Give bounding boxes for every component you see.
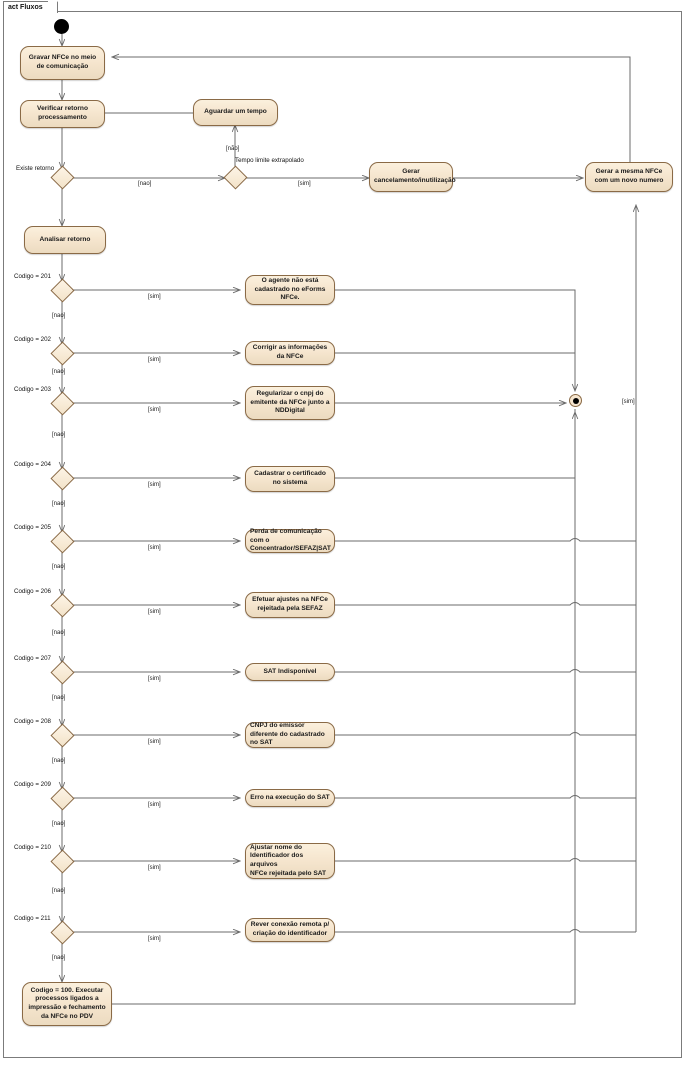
activity-aguardar-tempo-label: Aguardar um tempo — [204, 108, 267, 116]
action-codigo-201-label: O agente não está cadastrado no eForms N… — [254, 277, 326, 302]
guard-codigo-211-sim: [sim] — [148, 936, 161, 942]
decision-existe-retorno-label: Existe retorno — [16, 165, 55, 172]
guard-existe-retorno-nao: [nao] — [138, 181, 152, 187]
guard-codigo-209-nao: [nao] — [52, 820, 66, 827]
action-codigo-202-label: Corrigir as informações da NFCe — [252, 344, 328, 360]
activity-gerar-mesma-nfce[interactable]: Gerar a mesma NFCe com um novo numero — [585, 162, 673, 192]
decision-tempo-limite-label: Tempo limite extrapolado — [235, 157, 304, 164]
decision-codigo-206-label: Codigo = 206 — [14, 588, 51, 595]
guard-codigo-202-sim: [sim] — [148, 357, 161, 363]
guard-codigo-203-sim: [sim] — [148, 407, 161, 413]
action-codigo-209[interactable]: Erro na execução do SAT — [245, 789, 335, 807]
decision-codigo-210-label: Codigo = 210 — [14, 844, 51, 851]
decision-codigo-202-label: Codigo = 202 — [14, 336, 51, 343]
guard-rail-sim: [sim] — [622, 399, 635, 405]
activity-verificar-retorno-label: Verificar retorno processamento — [37, 105, 88, 121]
guard-codigo-210-sim: [sim] — [148, 865, 161, 871]
action-codigo-209-label: Erro na execução do SAT — [250, 793, 330, 801]
action-codigo-208[interactable]: CNPJ do emissor diferente do cadastrado … — [245, 722, 335, 748]
activity-gravar-nfce[interactable]: Gravar NFCe no meio de comunicação — [20, 46, 105, 80]
guard-codigo-204-sim: [sim] — [148, 482, 161, 488]
guard-codigo-205-nao: [nao] — [52, 564, 66, 570]
guard-codigo-204-nao: [nao] — [52, 500, 66, 507]
guard-codigo-205-sim: [sim] — [148, 545, 161, 551]
activity-codigo-100-label: Codigo = 100. Executar processos ligados… — [28, 986, 106, 1020]
action-codigo-205[interactable]: Perda de comunicação com o Concentrador/… — [245, 528, 335, 553]
action-codigo-201[interactable]: O agente não está cadastrado no eForms N… — [245, 275, 335, 305]
action-codigo-204[interactable]: Cadastrar o certificado no sistema — [245, 466, 335, 492]
guard-codigo-206-nao: [nao] — [52, 629, 66, 636]
action-codigo-208-label: CNPJ do emissor diferente do cadastrado … — [250, 722, 325, 747]
guard-codigo-207-nao: [nao] — [52, 694, 66, 701]
guard-codigo-209-sim: [sim] — [148, 802, 161, 808]
activity-aguardar-tempo[interactable]: Aguardar um tempo — [193, 99, 278, 126]
guard-codigo-201-sim: [sim] — [148, 294, 161, 300]
action-codigo-207-label: SAT Indisponível — [263, 667, 317, 675]
action-codigo-206[interactable]: Efetuar ajustes na NFCe rejeitada pela S… — [245, 592, 335, 618]
guard-codigo-202-nao: [nao] — [52, 369, 66, 375]
activity-analisar-retorno[interactable]: Analisar retorno — [24, 226, 106, 254]
decision-codigo-209-label: Codigo = 209 — [14, 781, 51, 788]
guard-codigo-208-nao: [nao] — [52, 757, 66, 764]
action-codigo-202[interactable]: Corrigir as informações da NFCe — [245, 341, 335, 365]
activity-gerar-cancelamento-label: Gerar cancelamento/inutilização — [374, 168, 456, 184]
action-codigo-205-label: Perda de comunicação com o Concentrador/… — [250, 528, 331, 553]
guard-codigo-208-sim: [sim] — [148, 739, 161, 745]
guard-codigo-210-nao: [nao] — [52, 887, 66, 894]
guard-codigo-207-sim: [sim] — [148, 676, 161, 682]
decision-codigo-204-label: Codigo = 204 — [14, 461, 51, 468]
decision-codigo-211-label: Codigo = 211 — [14, 915, 51, 922]
activity-codigo-100[interactable]: Codigo = 100. Executar processos ligados… — [22, 982, 112, 1026]
guard-codigo-206-sim: [sim] — [148, 609, 161, 615]
decision-codigo-207-label: Codigo = 207 — [14, 655, 51, 662]
action-codigo-206-label: Efetuar ajustes na NFCe rejeitada pela S… — [252, 596, 328, 612]
action-codigo-203[interactable]: Regularizar o cnpj do emitente da NFCe j… — [245, 386, 335, 420]
decision-codigo-201-label: Codigo = 201 — [14, 273, 51, 280]
guard-codigo-201-nao: [nao] — [52, 312, 66, 319]
action-codigo-204-label: Cadastrar o certificado no sistema — [254, 470, 326, 486]
decision-codigo-203-label: Codigo = 203 — [14, 386, 51, 393]
action-codigo-211[interactable]: Rever conexão remota p/ criação do ident… — [245, 918, 335, 942]
action-codigo-207[interactable]: SAT Indisponível — [245, 663, 335, 681]
action-codigo-210[interactable]: Ajustar nome do Identificador dos arquiv… — [245, 843, 335, 879]
activity-verificar-retorno[interactable]: Verificar retorno processamento — [20, 100, 105, 128]
diagram-frame — [3, 11, 682, 1058]
guard-tempo-limite-sim: [sim] — [298, 181, 311, 187]
final-node — [569, 394, 582, 407]
guard-tempo-limite-nao: [não] — [226, 146, 240, 152]
activity-gerar-cancelamento[interactable]: Gerar cancelamento/inutilização — [369, 162, 456, 192]
action-codigo-211-label: Rever conexão remota p/ criação do ident… — [250, 921, 330, 937]
diagram-frame-label: act Fluxos — [3, 1, 58, 14]
decision-codigo-208-label: Codigo = 208 — [14, 718, 51, 725]
guard-codigo-203-nao: [nao] — [52, 431, 66, 438]
activity-gerar-mesma-nfce-label: Gerar a mesma NFCe com um novo numero — [594, 168, 664, 184]
initial-node — [54, 19, 69, 34]
guard-codigo-211-nao: [nao] — [52, 954, 66, 961]
decision-codigo-205-label: Codigo = 205 — [14, 524, 51, 531]
activity-analisar-retorno-label: Analisar retorno — [39, 235, 91, 243]
action-codigo-210-label: Ajustar nome do Identificador dos arquiv… — [250, 843, 327, 877]
action-codigo-203-label: Regularizar o cnpj do emitente da NFCe j… — [250, 390, 330, 415]
activity-gravar-nfce-label: Gravar NFCe no meio de comunicação — [28, 54, 97, 70]
